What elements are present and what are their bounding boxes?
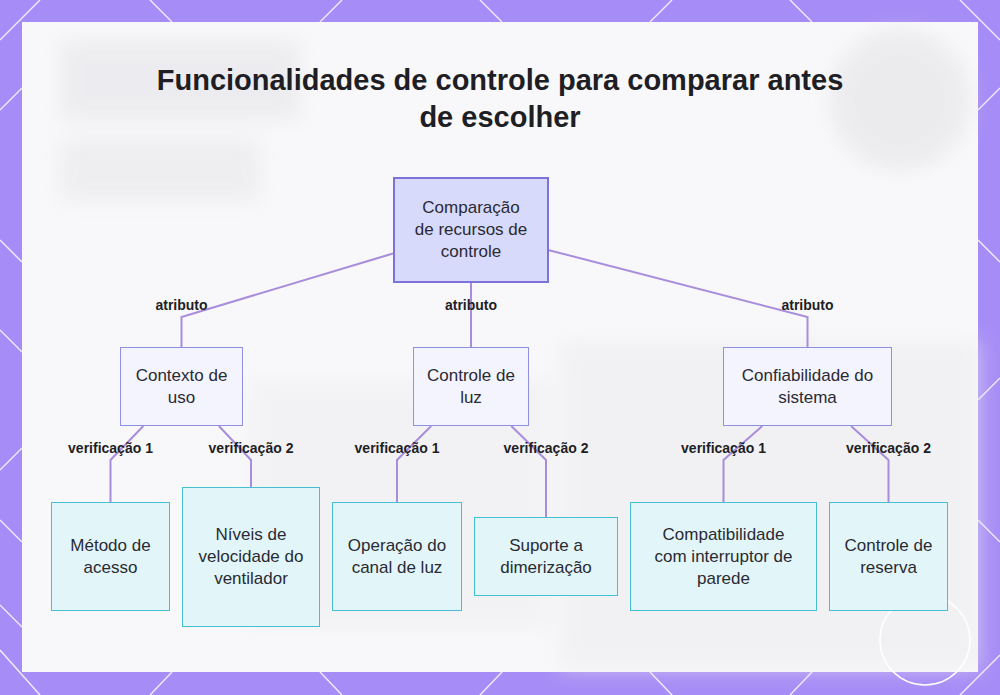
concept-box: Suporte a dimerização	[474, 517, 618, 596]
diagram-title: Funcionalidades de controle para compara…	[150, 62, 850, 136]
connector-line	[111, 426, 144, 502]
box-text: Contexto de uso	[132, 365, 232, 409]
connector-line	[397, 426, 431, 502]
box-text: Controle de luz	[422, 365, 520, 409]
box-text: Controle de reserva	[844, 535, 934, 579]
concept-box: Contexto de uso	[120, 347, 243, 426]
edge-label: verificação 1	[68, 440, 153, 456]
box-text: Comparação de recursos de controle	[411, 197, 531, 263]
edge-label: atributo	[155, 297, 207, 313]
connector-line	[471, 283, 472, 347]
edge-label: verificação 2	[504, 440, 589, 456]
connector-line	[182, 253, 394, 347]
concept-box: Controle de luz	[413, 347, 529, 426]
concept-box: Níveis de velocidade do ventilador	[182, 487, 320, 627]
connector-line	[549, 250, 808, 347]
connector-line	[219, 426, 251, 487]
concept-box: Método de acesso	[51, 502, 170, 611]
box-text: Método de acesso	[66, 535, 156, 579]
concept-box: Confiabilidade do sistema	[723, 347, 892, 426]
edge-label: verificação 2	[846, 440, 931, 456]
connector-line	[851, 426, 888, 502]
connector-line	[511, 426, 546, 517]
box-text: Operação do canal de luz	[342, 535, 452, 579]
box-text: Compatibilidade com interruptor de pared…	[649, 524, 799, 590]
edge-label: atributo	[445, 297, 497, 313]
concept-box: Compatibilidade com interruptor de pared…	[630, 502, 817, 611]
concept-box: Operação do canal de luz	[332, 502, 462, 611]
edge-label: verificação 1	[355, 440, 440, 456]
concept-box: Comparação de recursos de controle	[393, 177, 549, 283]
edge-label: verificação 2	[209, 440, 294, 456]
box-text: Suporte a dimerização	[486, 535, 606, 579]
connector-line	[724, 426, 763, 502]
edge-label: verificação 1	[681, 440, 766, 456]
box-text: Níveis de velocidade do ventilador	[196, 524, 306, 590]
edge-label: atributo	[781, 297, 833, 313]
concept-box: Controle de reserva	[829, 502, 948, 611]
box-text: Confiabilidade do sistema	[733, 365, 883, 409]
